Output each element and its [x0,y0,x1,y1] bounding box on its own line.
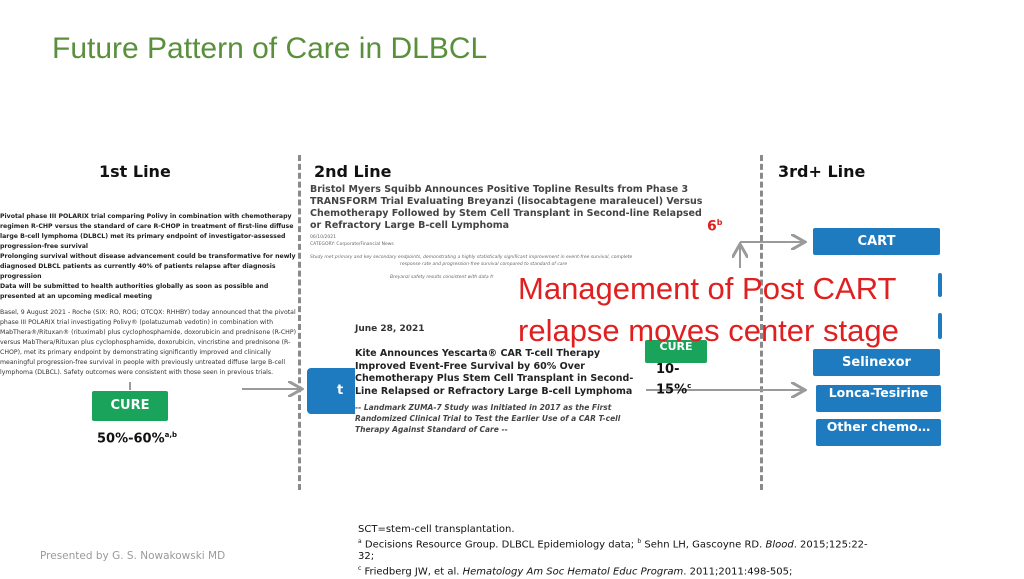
first-line-cure-pill: CURE [92,391,168,421]
slide-title: Future Pattern of Care in DLBCL [52,32,488,65]
kite-date: June 28, 2021 [355,324,425,334]
overlay-message: Management of Post CART relapse moves ce… [518,268,899,352]
option-hidden-edge-1 [938,273,942,297]
option-hidden-edge-2 [938,313,942,339]
bms-date: 06/10/2021 [310,235,336,240]
footnote-c: c Friedberg JW, et al. Hematology Am Soc… [358,565,793,578]
bms-line-3: Breyanzi safety results consistent with … [390,275,494,280]
footnote-a-b: a Decisions Resource Group. DLBCL Epidem… [358,538,868,563]
divider-line-1 [298,155,301,490]
second-line-percent-top: 10- [656,362,680,377]
column-header-1st-line: 1st Line [99,162,171,181]
kite-subhead: -- Landmark ZUMA-7 Study was Initiated i… [355,403,621,434]
presenter-credit: Presented by G. S. Nowakowski MD [40,550,226,562]
polarix-body: Basel, 9 August 2021 - Roche (SIX: RO, R… [0,309,296,376]
bms-headline: Bristol Myers Squibb Announces Positive … [310,184,703,231]
bms-line-1: Study met primary and key secondary endp… [310,255,633,260]
bms-category: CATEGORY: Corporate/Financial News [310,242,394,247]
footnotes: SCT=stem-cell transplantation. a Decisio… [358,524,868,579]
second-line-percent-bottom: 15%c [656,382,692,398]
second-line-cure-pill: CURE [645,340,707,363]
first-line-cure-percent: 50%-60%a,b [97,431,178,447]
option-lonca-tesirine: Lonca-Tesirine [816,385,941,412]
option-other-chemo: Other chemo… [816,419,941,446]
news-clipping-polarix: Pivotal phase III POLARIX trial comparin… [0,212,298,380]
news-clipping-kite: June 28, 2021 Kite Announces Yescarta® C… [355,324,645,450]
column-header-3rd-line: 3rd+ Line [778,162,866,181]
overlay-line-1: Management of Post CART [518,271,897,306]
overlay-line-2: relapse moves center stage [518,313,899,348]
polarix-bullet-3: Data will be submitted to health authori… [0,283,269,300]
bms-line-2: response rate and progression-free survi… [400,262,568,267]
polarix-bullet-1: Pivotal phase III POLARIX trial comparin… [0,213,294,250]
column-header-2nd-line: 2nd Line [314,162,392,181]
option-cart: CART [813,228,940,255]
option-selinexor: Selinexor [813,349,940,376]
second-line-cure-percent: 10- 15%c [656,361,691,398]
polarix-bullet-2: Prolonging survival without disease adva… [0,253,296,280]
partial-percent-fragment: 6b [707,218,723,235]
footnote-abbreviation: SCT=stem-cell transplantation. [358,524,515,535]
divider-line-2 [760,155,763,490]
news-clipping-bms: Bristol Myers Squibb Announces Positive … [310,184,706,284]
kite-headline: Kite Announces Yescarta® CAR T-cell Ther… [355,348,634,397]
